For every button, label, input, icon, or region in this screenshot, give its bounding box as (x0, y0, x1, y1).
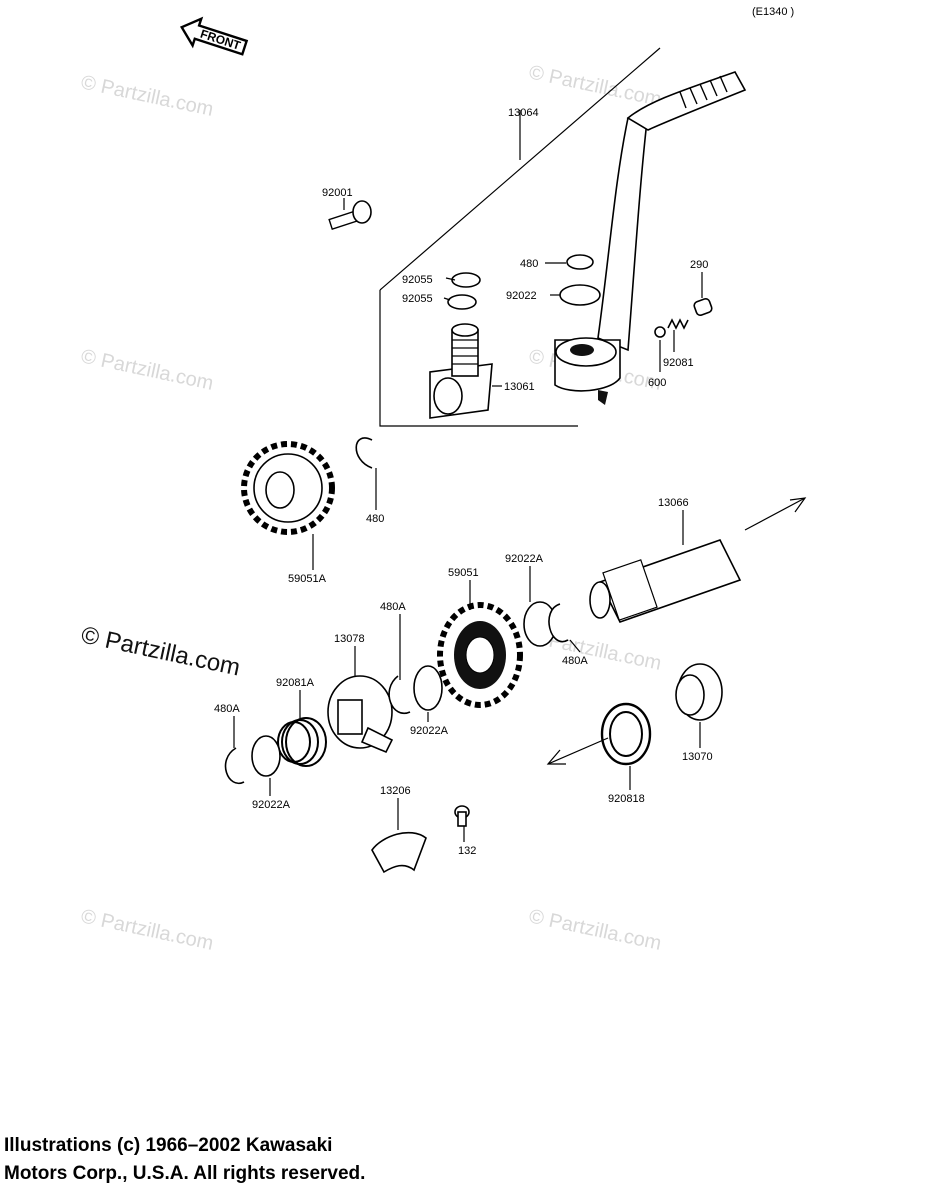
ball-600 (654, 326, 666, 338)
circlip-480A-left (224, 747, 245, 785)
label-600: 600 (648, 377, 666, 389)
label-13066: 13066 (658, 497, 689, 509)
copyright-notice: Illustrations (c) 1966–2002 Kawasaki Mot… (4, 1135, 366, 1184)
label-92055-a: 92055 (402, 274, 433, 286)
label-13070: 13070 (682, 751, 713, 763)
label-480-top: 480 (520, 258, 538, 270)
label-132: 132 (458, 845, 476, 857)
circlip-480 (355, 437, 373, 469)
front-arrow-icon: FRONT (179, 16, 249, 56)
spring-920818 (546, 702, 652, 766)
label-480A-left: 480A (214, 703, 240, 715)
watermark-dark: © Partzilla.com (79, 621, 243, 681)
gear-59051 (437, 602, 523, 708)
circlip-92055-a (451, 272, 481, 288)
cap-290 (693, 298, 713, 316)
shaft-13061 (429, 323, 493, 419)
assembly-bracket (379, 47, 661, 427)
circlip-480A-right (548, 603, 569, 643)
circlip-480A-mid (388, 675, 411, 715)
label-480A-right: 480A (562, 655, 588, 667)
label-920818: 920818 (608, 793, 645, 805)
label-480: 480 (366, 513, 384, 525)
label-13064: 13064 (508, 107, 539, 119)
washer-92022A-left (251, 735, 281, 777)
ref-code: (E1340 ) (752, 6, 794, 18)
leader-lines (233, 198, 703, 842)
label-92022: 92022 (506, 290, 537, 302)
front-label: FRONT (199, 27, 243, 53)
label-92022A-left: 92022A (252, 799, 291, 811)
watermark: © Partzilla.com (79, 71, 215, 121)
watermark: © Partzilla.com (527, 905, 663, 955)
label-13061: 13061 (504, 381, 535, 393)
label-59051A: 59051A (288, 573, 327, 585)
label-13206: 13206 (380, 785, 411, 797)
shaft-13066 (589, 497, 807, 623)
label-92022A-top: 92022A (505, 553, 544, 565)
washer-92022A-mid (413, 665, 443, 711)
gear-59051A (241, 441, 335, 535)
watermarks: © Partzilla.com © Partzilla.com © Partzi… (79, 61, 664, 955)
circlip-92055-b (447, 294, 477, 310)
label-92081A: 92081A (276, 677, 315, 689)
label-59051: 59051 (448, 567, 479, 579)
bolt-132 (454, 805, 470, 827)
spring-92081A (277, 717, 327, 767)
bolt-92001 (328, 200, 372, 230)
collar-13070 (675, 663, 723, 721)
label-13078: 13078 (334, 633, 365, 645)
label-290: 290 (690, 259, 708, 271)
label-92022A-mid: 92022A (410, 725, 449, 737)
label-480A-top: 480A (380, 601, 406, 613)
kick-pedal-13064 (554, 71, 747, 405)
label-92055-b: 92055 (402, 293, 433, 305)
watermark: © Partzilla.com (79, 345, 215, 395)
washer-92022 (559, 284, 601, 306)
plate-13206 (371, 831, 427, 874)
watermark: © Partzilla.com (79, 905, 215, 955)
circlip-480-top (566, 254, 594, 270)
ratchet-13078 (327, 675, 394, 754)
part-labels: 13064 92001 92055 92055 480 92022 290 92… (214, 107, 713, 857)
label-92001: 92001 (322, 187, 353, 199)
spring-92081 (667, 318, 689, 330)
label-92081: 92081 (663, 357, 694, 369)
